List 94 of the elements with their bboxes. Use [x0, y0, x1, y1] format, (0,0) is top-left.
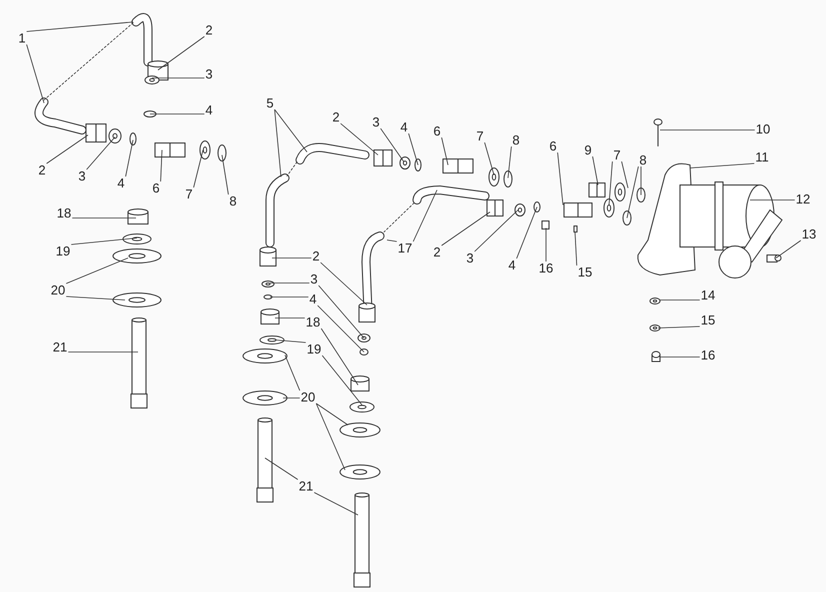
callout-number: 4 — [308, 292, 318, 306]
leader-line — [264, 458, 298, 480]
callout-number: 4 — [399, 120, 409, 134]
callout-number: 7 — [475, 130, 485, 142]
leader-line — [557, 152, 564, 206]
leader-line — [276, 340, 306, 343]
leader-line — [592, 156, 598, 186]
callout-number: 6 — [432, 124, 442, 138]
leader-line — [270, 296, 309, 298]
leader-line — [270, 282, 310, 284]
callout-number: 2 — [311, 250, 321, 262]
leader-line — [658, 326, 700, 328]
callout-number: 7 — [184, 188, 194, 200]
leader-line — [70, 238, 138, 245]
callout-number: 13 — [800, 228, 818, 240]
callout-number: 19 — [54, 244, 72, 258]
leader-line — [412, 190, 438, 242]
callout-number: 10 — [754, 122, 772, 136]
callout-number: 3 — [309, 272, 319, 286]
leader-line — [320, 328, 358, 386]
leader-line — [317, 305, 364, 352]
leader-line — [314, 492, 358, 516]
leader-line — [484, 142, 494, 176]
callout-number: 12 — [794, 192, 812, 206]
callout-number: 3 — [465, 252, 475, 264]
callout-number: 6 — [548, 140, 558, 152]
leader-line — [86, 136, 116, 170]
callout-number: 5 — [265, 96, 275, 110]
leader-line — [46, 134, 88, 164]
leader-line — [274, 109, 308, 152]
callout-number: 18 — [304, 316, 322, 328]
callout-number: 8 — [638, 154, 648, 166]
leader-line — [340, 123, 378, 156]
callout-number: 3 — [77, 170, 87, 182]
leader-line — [408, 133, 418, 166]
callout-number: 21 — [52, 340, 68, 354]
callout-number: 15 — [700, 314, 716, 326]
leader-line — [626, 166, 639, 218]
callout-number: 6 — [151, 182, 161, 194]
leader-line — [441, 212, 490, 246]
callout-number: 3 — [371, 116, 381, 128]
leader-line — [316, 403, 348, 426]
callout-number: 16 — [538, 262, 554, 274]
callout-number: 20 — [50, 284, 66, 296]
callout-number: 18 — [56, 206, 72, 220]
leader-line — [640, 166, 642, 196]
leader-line — [26, 44, 44, 104]
callout-number: 21 — [298, 480, 314, 492]
leader-line — [274, 109, 282, 178]
callout-number: 2 — [432, 246, 442, 258]
callout-number: 2 — [331, 110, 341, 124]
callout-number: 1 — [17, 32, 27, 44]
callout-number: 9 — [583, 144, 593, 156]
leader-line — [474, 210, 518, 252]
leader-line — [776, 240, 802, 258]
callout-number: 11 — [754, 150, 770, 164]
leader-line — [66, 258, 128, 284]
callout-number: 8 — [511, 134, 521, 146]
callout-number: 7 — [612, 148, 622, 162]
leader-line — [222, 154, 229, 195]
leader-line — [574, 232, 578, 266]
leader-line — [160, 150, 162, 182]
callout-number: 4 — [507, 258, 517, 272]
leader-line — [660, 356, 700, 358]
leader-line — [386, 240, 398, 242]
leader-line — [608, 161, 613, 206]
leader-line — [322, 355, 362, 406]
callout-number: 2 — [204, 24, 214, 36]
leader-line — [193, 150, 204, 188]
leader-line — [380, 128, 404, 162]
callout-number: 19 — [306, 342, 322, 356]
leader-line — [318, 285, 364, 338]
callout-number: 15 — [576, 266, 594, 278]
leader-line — [441, 137, 448, 166]
leader-line — [508, 146, 512, 178]
leader-line — [316, 403, 346, 470]
leader-line — [320, 262, 368, 306]
leader-line — [66, 296, 126, 300]
leader-line — [621, 161, 628, 188]
leader-line — [284, 354, 300, 391]
leader-line — [125, 140, 134, 177]
callout-number: 17 — [396, 242, 414, 254]
leader-line — [158, 36, 205, 70]
callout-number: 4 — [204, 104, 214, 116]
callout-number: 4 — [116, 176, 126, 190]
leader-line — [690, 163, 755, 168]
callout-number: 20 — [300, 390, 316, 404]
callout-number: 16 — [700, 348, 716, 362]
leader-line — [516, 206, 538, 259]
callout-number: 2 — [37, 164, 47, 176]
leader-line — [26, 22, 134, 32]
callout-number: 3 — [204, 68, 214, 80]
callout-number: 8 — [228, 194, 238, 208]
callout-number: 14 — [700, 288, 716, 302]
